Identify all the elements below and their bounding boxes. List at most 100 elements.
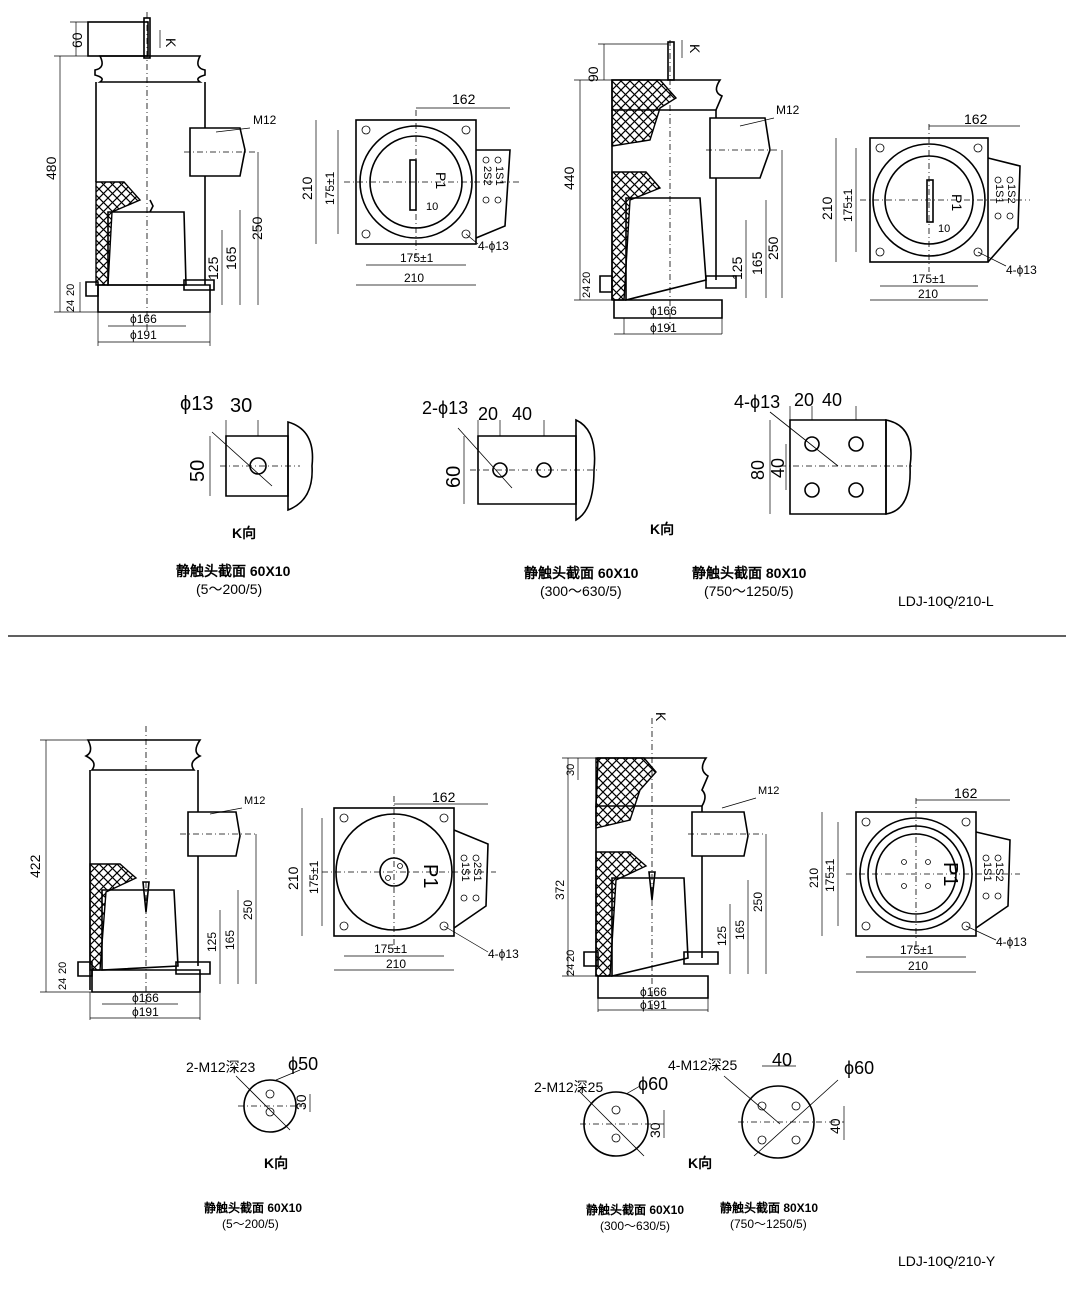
dim-10: 10 [426,201,438,213]
dim-125: 125 [729,256,745,280]
dim-210-v: 210 [819,196,835,220]
dim-210-h: 210 [404,271,424,285]
dim-24: 24 [565,964,577,976]
b-term2-spec: 静触头截面 60X10 [586,1202,684,1217]
term1-d50: 50 [187,460,209,482]
term3-spec: 静触头截面 80X10 [692,565,807,581]
dim-165: 165 [223,930,237,950]
b-term2-dia: ϕ60 [638,1074,668,1094]
dim-372: 372 [553,880,567,900]
term-1s2: 1S2 [993,862,1005,882]
k-marker-label: K [653,712,669,722]
dim-20: 20 [65,284,77,296]
term-1s1: 1S1 [993,184,1005,204]
dim-250: 250 [241,900,255,920]
p1-label: P1 [939,862,961,886]
term-1s1: 1S1 [493,166,505,186]
bottom-right-body-dimensions: K 30 372 250 165 125 24 20 ϕ166 ϕ191 M12 [553,712,779,1012]
top-right-plan-dimensions: 162 210 175±1 175±1 210 P1 10 4-ϕ13 1S1 … [819,111,1037,301]
term1-range: (5～200/5) [196,581,262,597]
dim-175-h: 175±1 [400,251,434,265]
b-term1-spec: 静触头截面 60X10 [204,1200,302,1215]
dim-250: 250 [751,892,765,912]
dim-175-h: 175±1 [912,272,946,286]
term3-d80: 80 [748,460,768,480]
k-marker-label: K [163,38,179,48]
top-left-plan-dimensions: 162 210 175±1 175±1 210 P1 10 4-ϕ13 2S2 … [299,91,510,286]
top-left-plan-view [344,110,520,256]
dim-125: 125 [205,932,219,952]
dim-phi191: ϕ191 [650,321,677,335]
b-term3-d40: 40 [772,1050,792,1070]
dim-175-v: 175±1 [307,860,321,894]
p1-label: P1 [433,172,449,189]
k-marker-label: K [687,44,703,54]
dim-20: 20 [57,962,69,974]
dim-210-h: 210 [908,959,928,973]
term2-d20: 20 [478,404,498,424]
term2-hole: 2-ϕ13 [422,398,468,418]
bottom-left-body-dimensions: 422 250 165 125 24 20 ϕ166 ϕ191 M12 [27,739,265,1020]
dim-210-v: 210 [807,868,821,888]
dim-210-v: 210 [299,176,315,200]
dim-phi166: ϕ166 [650,304,677,318]
dim-175-v: 175±1 [323,171,337,205]
dim-phi191: ϕ191 [132,1005,159,1019]
term-1s2: 1S2 [1005,184,1017,204]
dim-175-h: 175±1 [900,943,934,957]
term-1s1: 1S1 [459,862,471,882]
dim-440: 440 [561,166,577,190]
b-term1-d30: 30 [293,1094,309,1110]
top-terminal-3: 4-ϕ13 20 40 40 80 静触头截面 80X10 (750～1250/… [692,390,912,599]
term1-d30: 30 [230,395,252,417]
bottom-terminal-3: 4-M12深25 40 ϕ60 40 静触头截面 80X10 (750～1250… [668,1050,874,1231]
dim-165: 165 [733,920,747,940]
top-left-body-dimensions: 60 480 250 165 125 24 20 ϕ166 ϕ191 K M12 [43,21,277,346]
holes-4-label: 4-ϕ13 [1006,263,1037,277]
dim-165: 165 [223,246,239,270]
dim-90: 90 [585,66,601,82]
dim-162: 162 [432,789,456,805]
dim-210-h: 210 [386,957,406,971]
term2-range: (300～630/5) [540,583,622,599]
term1-spec: 静触头截面 60X10 [176,563,291,579]
b-term1-dia: ϕ50 [288,1054,318,1074]
holes-4-label: 4-ϕ13 [478,239,509,253]
b-term2-hole: 2-M12深25 [534,1079,603,1095]
b-term3-spec: 静触头截面 80X10 [720,1200,818,1215]
dim-175-v: 175±1 [841,188,855,222]
thread-m12-label: M12 [776,103,800,117]
dim-phi191: ϕ191 [130,328,157,342]
dim-30: 30 [565,764,577,776]
dim-10: 10 [938,223,950,235]
thread-m12-label: M12 [244,795,265,807]
term3-range: (750～1250/5) [704,583,794,599]
dim-24: 24 [57,978,69,990]
term-2s2: 2S2 [481,166,493,186]
dim-250: 250 [765,236,781,260]
bottom-terminal-1: 2-M12深23 ϕ50 30 K向 静触头截面 60X10 (5～200/5) [186,1054,318,1231]
dim-phi166: ϕ166 [130,312,157,326]
dim-162: 162 [452,91,476,107]
term2-k-view: K向 [650,521,674,537]
bottom-right-plan-view [846,798,1020,950]
term-1s1: 1S1 [981,862,993,882]
dim-210-v: 210 [285,866,301,890]
top-terminal-2: 2-ϕ13 20 40 60 K向 静触头截面 60X10 (300～630/5… [422,398,674,599]
top-right-plan-view [860,124,1030,272]
bottom-left-plan-dimensions: 162 210 175±1 175±1 210 P1 4-ϕ13 1S1 2S1 [285,789,519,971]
dim-20: 20 [565,950,577,962]
model-title-top: LDJ-10Q/210-L [898,593,994,609]
dim-phi166: ϕ166 [132,991,159,1005]
dim-250: 250 [249,216,265,240]
thread-m12-label: M12 [758,785,779,797]
model-title-bottom: LDJ-10Q/210-Y [898,1253,996,1269]
term1-k-view: K向 [232,525,256,541]
dim-162: 162 [964,111,988,127]
dim-210-h: 210 [918,287,938,301]
b-term2-range: (300～630/5) [600,1219,670,1233]
b-term1-k-view: K向 [264,1155,288,1171]
bottom-terminal-2: 2-M12深25 ϕ60 30 K向 静触头截面 60X10 (300～630/… [534,1074,712,1233]
bottom-left-transformer-body [77,726,256,1004]
b-term3-dia: ϕ60 [844,1058,874,1078]
